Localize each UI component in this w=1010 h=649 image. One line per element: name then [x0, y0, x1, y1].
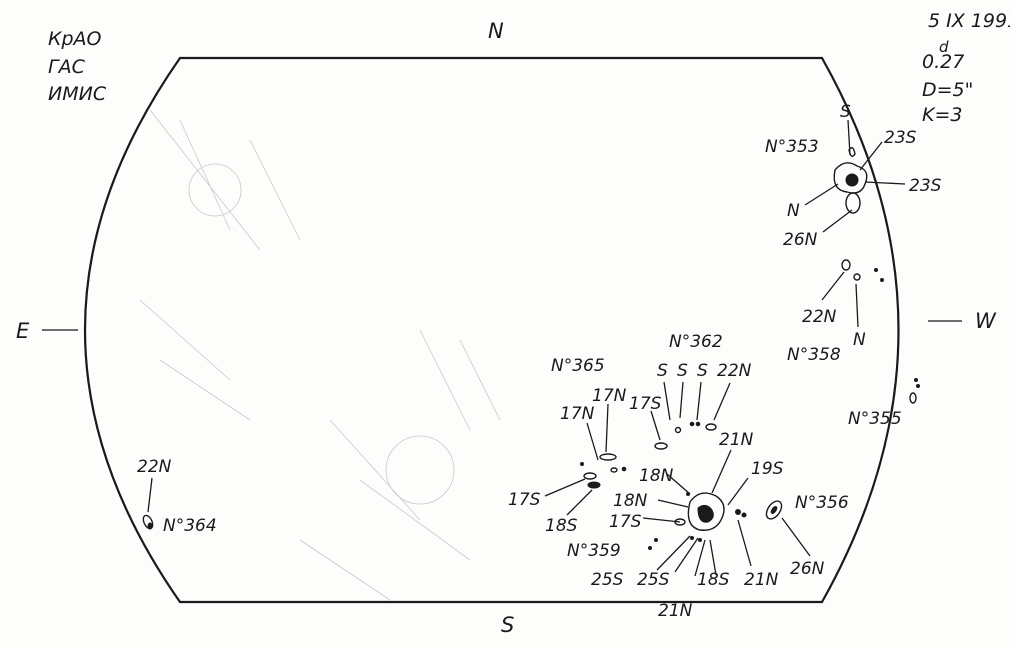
observatory-line-3: ИМИС [48, 83, 107, 105]
north-label: N [488, 19, 504, 43]
group-362: N°362 S S S 22N 17S [629, 332, 752, 450]
group-362-label-17s: 17S [629, 394, 662, 414]
observation-date: 5 IX 1991 [928, 10, 1010, 32]
observation-k: K=3 [922, 104, 962, 126]
group-358-number: N°358 [787, 345, 841, 365]
group-362-label-22n: 22N [717, 361, 752, 381]
group-359-penumbra [687, 492, 725, 531]
group-365-label-17n-2: 17N [592, 386, 627, 406]
group-353-label-23s-1: 23S [884, 128, 917, 148]
group-359-label-25s-2: 25S [637, 570, 670, 590]
observatory-line-2: ГАС [48, 56, 86, 78]
group-356: N°356 26N [765, 493, 849, 579]
group-353-label-26n: 26N [783, 230, 818, 250]
observation-diameter: D=5" [922, 79, 973, 101]
east-label: E [16, 319, 30, 343]
group-365: N°365 17N 17N 17S 18S [508, 356, 627, 536]
group-362-label-s-2: S [677, 361, 688, 381]
group-365-number: N°365 [551, 356, 605, 376]
group-359-label-18n-2: 18N [613, 491, 648, 511]
group-359-label-19s: 19S [751, 459, 784, 479]
group-355: N°355 [848, 378, 920, 429]
group-359-label-25s-1: 25S [591, 570, 624, 590]
group-359-umbra [697, 504, 714, 523]
observatory-line-1: КрАО [48, 28, 102, 50]
group-364-label-22n: 22N [137, 457, 172, 477]
observation-time-superscript: d [939, 38, 949, 56]
group-365-label-17s: 17S [508, 490, 541, 510]
group-359-number: N°359 [567, 541, 621, 561]
observation-block: 5 IX 1991 0.27 d D=5" K=3 [922, 10, 1010, 126]
group-358-label-n: N [853, 330, 866, 350]
group-353-umbra [845, 173, 859, 187]
group-359-label-21n-bottom: 21N [658, 601, 693, 621]
group-356-number: N°356 [795, 493, 849, 513]
group-359: 21N 19S 18N 18N 17S N°359 25S 25S 21N 18… [567, 430, 784, 621]
bleed-through-texture [139, 109, 501, 601]
group-365-label-18s: 18S [545, 516, 578, 536]
group-355-number: N°355 [848, 409, 902, 429]
west-label: W [975, 309, 997, 333]
group-353: N°353 S 23S 23S N 26N [765, 102, 942, 250]
group-353-follower [845, 192, 861, 214]
group-364-number: N°364 [163, 516, 217, 536]
group-358: 22N N N°358 [787, 259, 884, 365]
group-359-label-21n-right: 21N [744, 570, 779, 590]
group-353-label-s: S [840, 102, 851, 122]
group-359-label-21n-top: 21N [719, 430, 754, 450]
group-356-label-26n: 26N [790, 559, 825, 579]
group-365-label-17n-1: 17N [560, 404, 595, 424]
south-label: S [501, 613, 514, 637]
group-362-label-s-1: S [657, 361, 668, 381]
group-358-label-22n: 22N [802, 307, 837, 327]
group-353-number: N°353 [765, 137, 819, 157]
group-362-number: N°362 [669, 332, 723, 352]
group-359-label-18s: 18S [697, 570, 730, 590]
group-364: 22N N°364 [137, 457, 217, 536]
observatory-block: КрАО ГАС ИМИС [48, 28, 107, 105]
solar-disk-outline [84, 56, 900, 604]
group-353-label-23s-2: 23S [909, 176, 942, 196]
group-362-label-s-3: S [697, 361, 708, 381]
observation-time: 0.27 [922, 51, 964, 73]
group-359-label-17s: 17S [609, 512, 642, 532]
group-359-label-18n-1: 18N [639, 466, 674, 486]
group-353-label-n: N [787, 201, 800, 221]
